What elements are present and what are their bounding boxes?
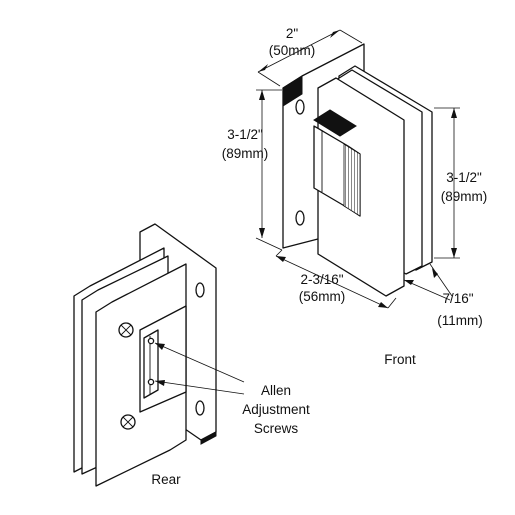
- front-knuckle-shadow: [343, 143, 361, 217]
- callout-leaders: [154, 342, 245, 395]
- callout-text: Allen Adjustment Screws: [242, 383, 310, 436]
- front-back-plate-edge: [282, 75, 303, 107]
- right-height-mm: (89mm): [441, 189, 488, 204]
- top-width-arrow-left: [258, 64, 268, 72]
- rear-hinge-drawing: [73, 223, 217, 487]
- callout-leader-bottom: [154, 380, 245, 395]
- dimension-labels: 2" (50mm) 3-1/2" (89mm) 3-1/2" (89mm) 2-…: [222, 26, 488, 328]
- front-plate-hole-bottom: [295, 210, 305, 226]
- front-dimensions: [255, 29, 460, 309]
- callout-line-2: Adjustment: [242, 402, 310, 417]
- rear-knuckle-slot: [143, 329, 159, 399]
- callout-leader-top: [154, 342, 245, 383]
- thickness-arrow-right: [432, 268, 438, 278]
- front-label: Front: [384, 352, 416, 367]
- adjustment-screw-top: [147, 337, 155, 345]
- front-hinge-drawing: [282, 43, 433, 297]
- depth-ext-left: [275, 249, 283, 257]
- left-height-ext-bottom: [255, 237, 283, 251]
- rear-back-plate-edge: [200, 431, 217, 445]
- callout-line-3: Screws: [254, 421, 299, 436]
- top-width-mm: (50mm): [269, 43, 316, 58]
- callout-line-1: Allen: [261, 383, 291, 398]
- adjustment-screw-bottom: [147, 378, 155, 386]
- right-height-arrow-bottom: [451, 248, 457, 258]
- left-height-arrow-bottom: [259, 228, 265, 238]
- left-height-inch: 3-1/2": [227, 127, 263, 142]
- rear-screw-bottom: [120, 414, 136, 430]
- right-height-arrow-top: [451, 108, 457, 118]
- left-height-mm: (89mm): [222, 146, 269, 161]
- depth-ext-right: [387, 297, 397, 309]
- rear-plate-hole-bottom: [195, 400, 205, 416]
- depth-arrow-right: [378, 302, 388, 308]
- depth-line: [275, 255, 389, 309]
- left-height-arrow-top: [259, 90, 265, 100]
- depth-inch: 2-3/16": [300, 272, 343, 287]
- thickness-inch: 7/16": [442, 291, 473, 306]
- depth-arrow-left: [276, 256, 286, 262]
- right-height-inch: 3-1/2": [446, 170, 482, 185]
- top-width-ext-left: [257, 71, 281, 87]
- front-knuckle-cap: [313, 109, 357, 137]
- thickness-ext: [429, 263, 453, 297]
- top-width-inch: 2": [286, 26, 299, 41]
- callout-arrow-top: [155, 343, 165, 350]
- rear-plate-hole-top: [195, 282, 205, 298]
- front-plate-hole-top: [295, 99, 305, 115]
- view-labels: Front Rear: [151, 352, 416, 487]
- thickness-arrow-left: [404, 280, 414, 285]
- depth-mm: (56mm): [299, 289, 346, 304]
- top-width-line: [257, 29, 341, 73]
- rear-label: Rear: [151, 472, 181, 487]
- rear-screw-top: [118, 322, 134, 338]
- top-width-arrow-right: [330, 30, 340, 38]
- callout-arrow-bottom: [155, 380, 165, 386]
- top-width-ext-right: [339, 29, 363, 44]
- thickness-mm: (11mm): [437, 313, 483, 328]
